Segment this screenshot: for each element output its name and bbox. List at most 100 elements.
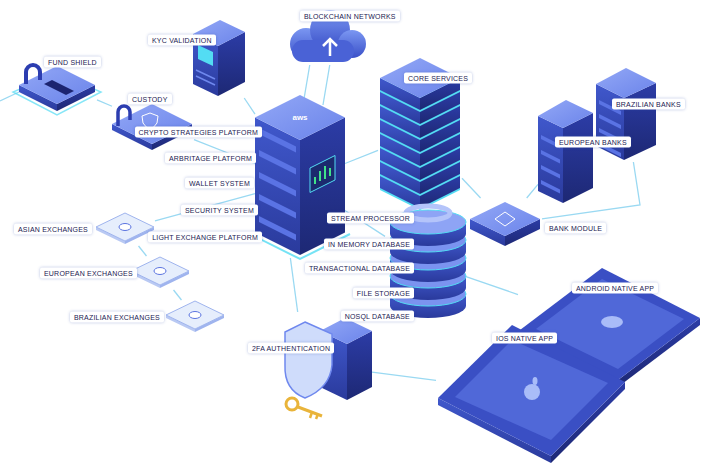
server-face <box>300 118 345 256</box>
tower-layer <box>420 176 460 208</box>
tower-layer <box>380 176 420 208</box>
component-label: STREAM PROCESSOR <box>327 213 414 224</box>
label-anchor: CUSTODY <box>128 94 172 105</box>
label-anchor: WALLET SYSTEM <box>185 178 254 189</box>
component-node: CORE SERVICES <box>378 55 462 212</box>
cloud-shape <box>292 40 354 62</box>
key-icon <box>286 398 298 410</box>
component-node: CRYPTO STRATEGIES PLATFORMARBRITAGE PLAT… <box>255 105 345 258</box>
server-stripe <box>259 194 296 219</box>
component-label: KYC VALIDATION <box>148 35 216 46</box>
component-label: IOS NATIVE APP <box>492 333 557 344</box>
connector-line <box>174 290 182 300</box>
component-node: BANK MODULE <box>468 198 542 250</box>
server-stripe <box>259 150 296 175</box>
label-anchor: EUROPEAN EXCHANGES <box>40 268 137 279</box>
component-label: BRAZILIAN BANKS <box>612 99 685 110</box>
device-top <box>112 104 192 144</box>
label-anchor: IOS NATIVE APP <box>492 333 557 344</box>
label-anchor: BRAZILIAN EXCHANGES <box>70 312 164 323</box>
component-node: BRAZILIAN BANKS <box>596 66 656 162</box>
component-label: FUND SHIELD <box>44 57 101 68</box>
label-anchor: FUND SHIELD <box>44 57 101 68</box>
device-top <box>19 66 95 104</box>
component-label: NOSQL DATABASE <box>341 311 414 322</box>
chart-bar <box>319 171 321 181</box>
server-stripe <box>259 172 296 197</box>
component-label: EUROPEAN EXCHANGES <box>40 268 137 279</box>
component-label: LIGHT EXCHANGE PLATFORM <box>148 232 262 243</box>
component-label: ANDROID NATIVE APP <box>572 283 658 294</box>
server-stripe <box>259 128 296 153</box>
label-anchor: aws <box>292 113 307 122</box>
label-anchor: NOSQL DATABASE <box>341 311 414 322</box>
label-anchor: BRAZILIAN BANKS <box>612 99 685 110</box>
chart-bar <box>314 177 316 184</box>
phone-screen <box>455 340 608 440</box>
server-stripe <box>196 76 215 85</box>
coin-icon <box>154 268 166 275</box>
label-anchor: IN MEMORY DATABASE <box>324 239 414 250</box>
exchange-tile <box>166 301 224 329</box>
server-top <box>596 68 656 98</box>
phone-body <box>438 325 625 456</box>
coin-icon <box>119 224 131 231</box>
server-top <box>538 100 593 128</box>
server-face <box>538 116 563 203</box>
label-anchor: BANK MODULE <box>545 223 606 234</box>
component-node: BLOCKCHAIN NETWORKS <box>282 3 368 65</box>
connector-line <box>466 277 518 295</box>
component-label: SECURITY SYSTEM <box>181 205 258 216</box>
apple-icon <box>524 384 540 400</box>
label-anchor: STREAM PROCESSOR <box>327 213 414 224</box>
connector-line <box>139 246 147 256</box>
label-anchor: EUROPEAN BANKS <box>555 137 631 148</box>
server-stripe <box>541 150 560 164</box>
connector-line <box>527 184 538 198</box>
component-label: ARBRITAGE PLATFORM <box>165 153 256 164</box>
connector-line <box>462 178 481 198</box>
server-stripe <box>541 180 560 194</box>
component-node: FUND SHIELD <box>12 50 97 114</box>
device-top <box>470 202 540 236</box>
label-anchor: SECURITY SYSTEM <box>181 205 258 216</box>
component-label: CRYPTO STRATEGIES PLATFORM <box>135 127 262 138</box>
apple-icon <box>533 377 538 385</box>
upload-icon <box>323 39 337 56</box>
component-node: KYC VALIDATION <box>190 18 245 98</box>
component-label: BLOCKCHAIN NETWORKS <box>300 11 400 22</box>
key-icon <box>310 412 312 418</box>
component-label: BANK MODULE <box>545 223 606 234</box>
connector-line <box>323 65 330 105</box>
logo-text: aws <box>292 113 307 122</box>
lock-shackle <box>118 106 130 126</box>
label-anchor: ASIAN EXCHANGES <box>14 224 92 235</box>
module-icon <box>495 212 515 226</box>
server-face <box>563 113 593 203</box>
component-label: ASIAN EXCHANGES <box>14 224 92 235</box>
label-anchor: 2FA AUTHENTICATION <box>248 343 334 354</box>
component-label: 2FA AUTHENTICATION <box>248 343 334 354</box>
component-node: EUROPEAN BANKS <box>538 98 593 205</box>
component-label: WALLET SYSTEM <box>185 178 254 189</box>
camera-screen <box>198 45 213 66</box>
component-label: TRANSACTIONAL DATABASE <box>305 263 414 274</box>
exchange-tile <box>131 257 189 285</box>
label-anchor: ARBRITAGE PLATFORM <box>165 153 256 164</box>
component-node: STREAM PROCESSORIN MEMORY DATABASETRANSA… <box>385 205 466 320</box>
component-node: CUSTODY <box>112 95 194 152</box>
component-label: CORE SERVICES <box>404 73 472 84</box>
label-anchor: FILE STORAGE <box>353 288 414 299</box>
connector-line <box>244 98 255 114</box>
label-anchor: CRYPTO STRATEGIES PLATFORM <box>135 127 262 138</box>
component-node: ANDROID NATIVE APP <box>518 265 702 388</box>
label-anchor: TRANSACTIONAL DATABASE <box>305 263 414 274</box>
component-label: BRAZILIAN EXCHANGES <box>70 312 164 323</box>
component-label: FILE STORAGE <box>353 288 414 299</box>
component-node: IOS NATIVE APP <box>436 320 628 466</box>
component-node: ASIAN EXCHANGES <box>95 212 155 246</box>
chart-bar <box>324 166 326 179</box>
lock-shackle <box>26 65 40 84</box>
